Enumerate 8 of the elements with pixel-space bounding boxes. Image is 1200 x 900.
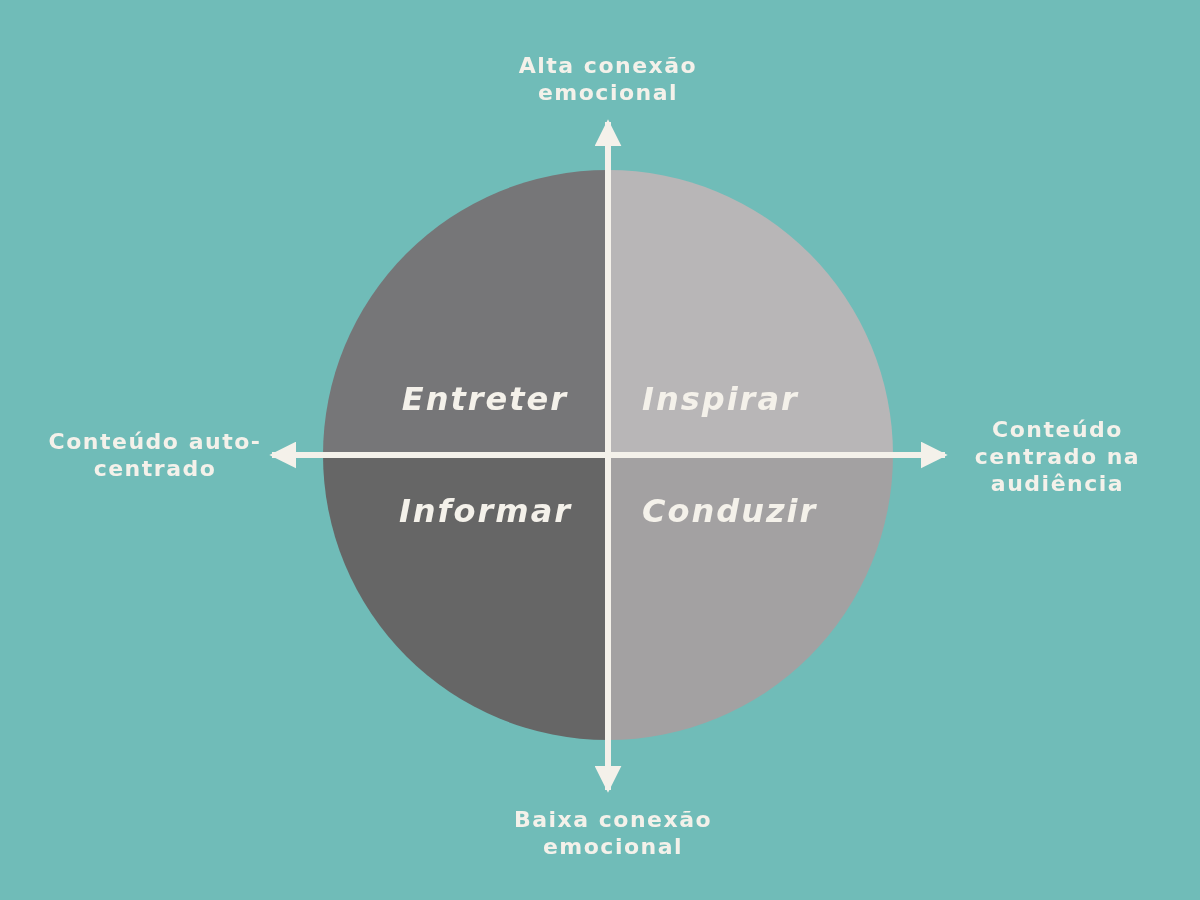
quadrant-label: Inspirar bbox=[642, 379, 799, 420]
axis-label: Baixa conexão emocional bbox=[512, 806, 714, 860]
axis-label: Conteúdo auto-centrado bbox=[47, 428, 263, 482]
quadrant-label: Conduzir bbox=[642, 491, 818, 532]
axis-label: Conteúdo centrado na audiência bbox=[973, 416, 1142, 497]
quadrant-label: Informar bbox=[398, 491, 572, 532]
quadrant-label: Entreter bbox=[401, 379, 568, 420]
axis-label: Alta conexão emocional bbox=[517, 52, 699, 106]
